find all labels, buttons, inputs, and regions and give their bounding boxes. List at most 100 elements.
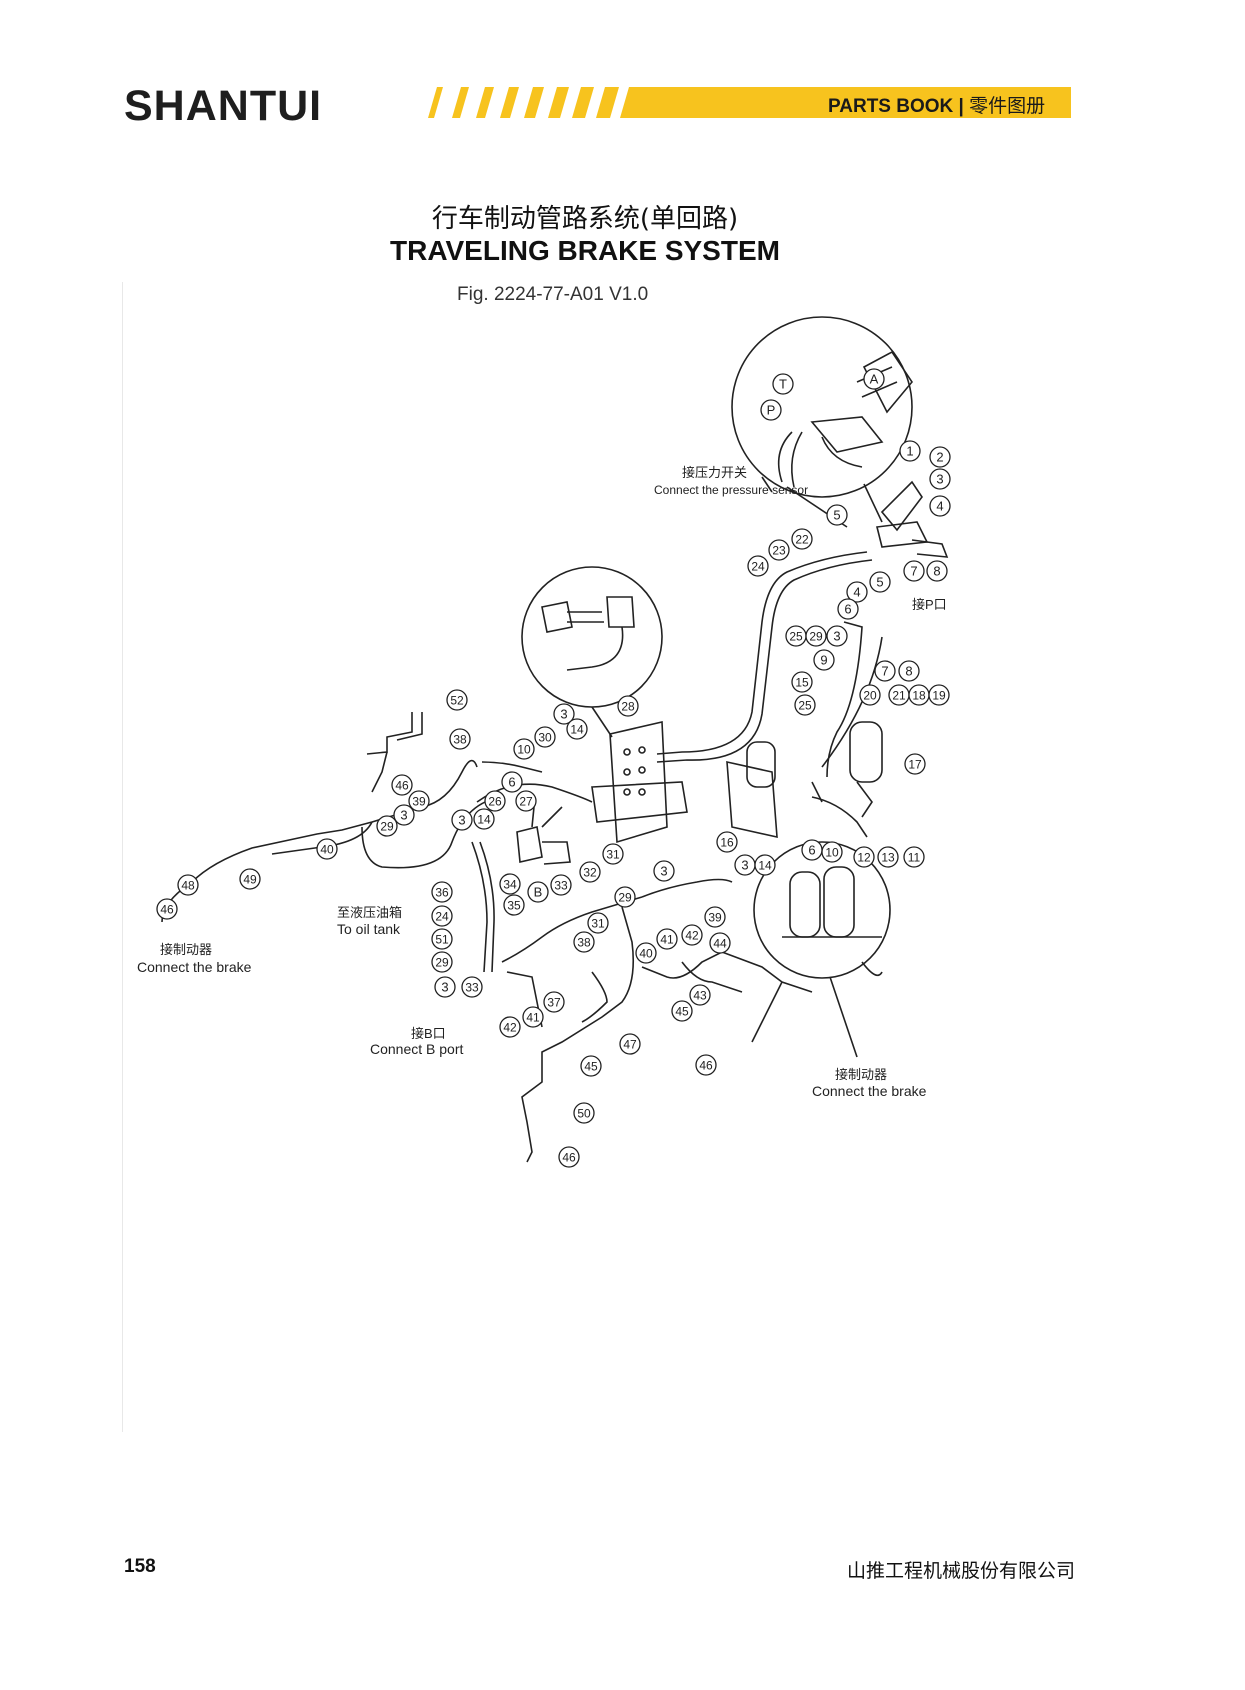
b-port-label-cn: 接B口	[411, 1026, 446, 1041]
callout-label-c8a: 8	[933, 564, 940, 579]
callout-circle	[805, 625, 827, 647]
callout-label-c38a: 38	[453, 733, 467, 747]
callout-circle	[587, 912, 609, 934]
callout-label-c42a: 42	[685, 929, 699, 943]
callout-circle	[903, 560, 925, 582]
callout-circle	[515, 790, 537, 812]
callout-label-c3e: 3	[458, 813, 465, 828]
callout-circle	[826, 504, 848, 526]
callout-circle	[846, 581, 868, 603]
callout-circle	[573, 931, 595, 953]
callout-label-c1: 1	[906, 444, 913, 459]
callout-label-c45a: 45	[675, 1005, 689, 1019]
callout-label-c46a: 46	[395, 779, 409, 793]
brake-left-label-cn: 接制动器	[160, 942, 212, 957]
callout-circle	[653, 860, 675, 882]
callout-label-c50: 50	[577, 1107, 591, 1121]
callout-circle	[928, 684, 950, 706]
page-title-en: TRAVELING BRAKE SYSTEM	[390, 235, 780, 266]
callout-label-T: T	[779, 377, 787, 392]
callout-circle	[768, 539, 790, 561]
callout-label-c12: 12	[857, 851, 871, 865]
callout-label-c32: 32	[583, 866, 597, 880]
callout-label-c4b: 4	[853, 585, 860, 600]
callout-label-c3f: 3	[741, 858, 748, 873]
callout-circle	[408, 790, 430, 812]
callout-label-c31a: 31	[606, 848, 620, 862]
callout-circle	[376, 815, 398, 837]
callout-circle	[451, 809, 473, 831]
callout-label-c46c: 46	[699, 1059, 713, 1073]
callout-circle	[791, 671, 813, 693]
callout-label-c33b: 33	[465, 981, 479, 995]
callout-circle	[754, 854, 776, 876]
callout-circle	[602, 843, 624, 865]
oil-tank-label-en: To oil tank	[337, 921, 401, 937]
brake-left-label-en: Connect the brake	[137, 959, 252, 975]
callout-label-c35: 35	[507, 899, 521, 913]
pressure-sensor-label-cn: 接压力开关	[682, 465, 747, 480]
shantui-logo: SHANTUI	[124, 82, 322, 131]
callout-circle	[903, 846, 925, 868]
callout-label-c3b: 3	[833, 629, 840, 644]
callout-circle	[656, 928, 678, 950]
b-port-label-en: Connect B port	[370, 1041, 463, 1057]
p-port-label-cn: 接P口	[912, 597, 947, 612]
callout-circle	[499, 873, 521, 895]
callout-label-c27: 27	[519, 795, 533, 809]
callout-label-c44: 44	[713, 937, 727, 951]
callout-circle	[671, 1000, 693, 1022]
callout-circle	[579, 861, 601, 883]
callout-circle	[527, 881, 549, 903]
callout-circle	[760, 399, 782, 421]
callout-circle	[695, 1054, 717, 1076]
callout-circle	[869, 571, 891, 593]
callout-circle	[431, 951, 453, 973]
callout-label-c25b: 25	[798, 699, 812, 713]
callout-circle	[580, 1055, 602, 1077]
callout-label-c3d: 3	[400, 808, 407, 823]
callout-circle	[156, 898, 178, 920]
callout-label-c46b: 46	[160, 903, 174, 917]
page-title-cn: 行车制动管路系统(单回路)	[431, 204, 739, 234]
callout-circle	[473, 808, 495, 830]
callout-label-c52: 52	[450, 694, 464, 708]
callout-label-c2: 2	[936, 450, 943, 465]
callout-circle	[431, 905, 453, 927]
parts-book-label: PARTS BOOK | 零件图册	[828, 96, 1046, 117]
callout-label-c16: 16	[720, 836, 734, 850]
callout-label-c10b: 10	[825, 846, 839, 860]
company-name: 山推工程机械股份有限公司	[846, 1560, 1075, 1582]
brake-right-label-en: Connect the brake	[812, 1083, 927, 1099]
callout-circle	[522, 1006, 544, 1028]
callout-circle	[635, 942, 657, 964]
callout-label-c26: 26	[488, 795, 502, 809]
callout-label-c49: 49	[243, 873, 257, 887]
callout-label-c14a: 14	[570, 723, 584, 737]
callout-label-c21: 21	[892, 689, 906, 703]
callout-label-c19: 19	[932, 689, 946, 703]
callout-circle	[821, 841, 843, 863]
callout-label-c14c: 14	[758, 859, 772, 873]
callout-circle	[863, 368, 885, 390]
callout-circle	[534, 726, 556, 748]
callout-circle	[550, 874, 572, 896]
callout-label-c20: 20	[863, 689, 877, 703]
callout-label-c7a: 7	[910, 564, 917, 579]
callout-circle	[791, 528, 813, 550]
callout-label-c8b: 8	[905, 664, 912, 679]
callout-label-c5b: 5	[876, 575, 883, 590]
callout-circle	[837, 598, 859, 620]
callout-circle	[503, 894, 525, 916]
callout-label-c25a: 25	[789, 630, 803, 644]
callout-circle	[853, 846, 875, 868]
callout-circle	[617, 695, 639, 717]
callout-label-c11: 11	[908, 851, 921, 865]
callout-circle	[877, 846, 899, 868]
callout-label-c18: 18	[912, 689, 926, 703]
brake-system-diagram: Fig. 2224-77-A01 V1.0	[122, 282, 951, 1432]
callout-circle	[704, 906, 726, 928]
callout-label-c43: 43	[693, 989, 707, 1003]
callout-circle	[681, 924, 703, 946]
callout-circle	[716, 831, 738, 853]
